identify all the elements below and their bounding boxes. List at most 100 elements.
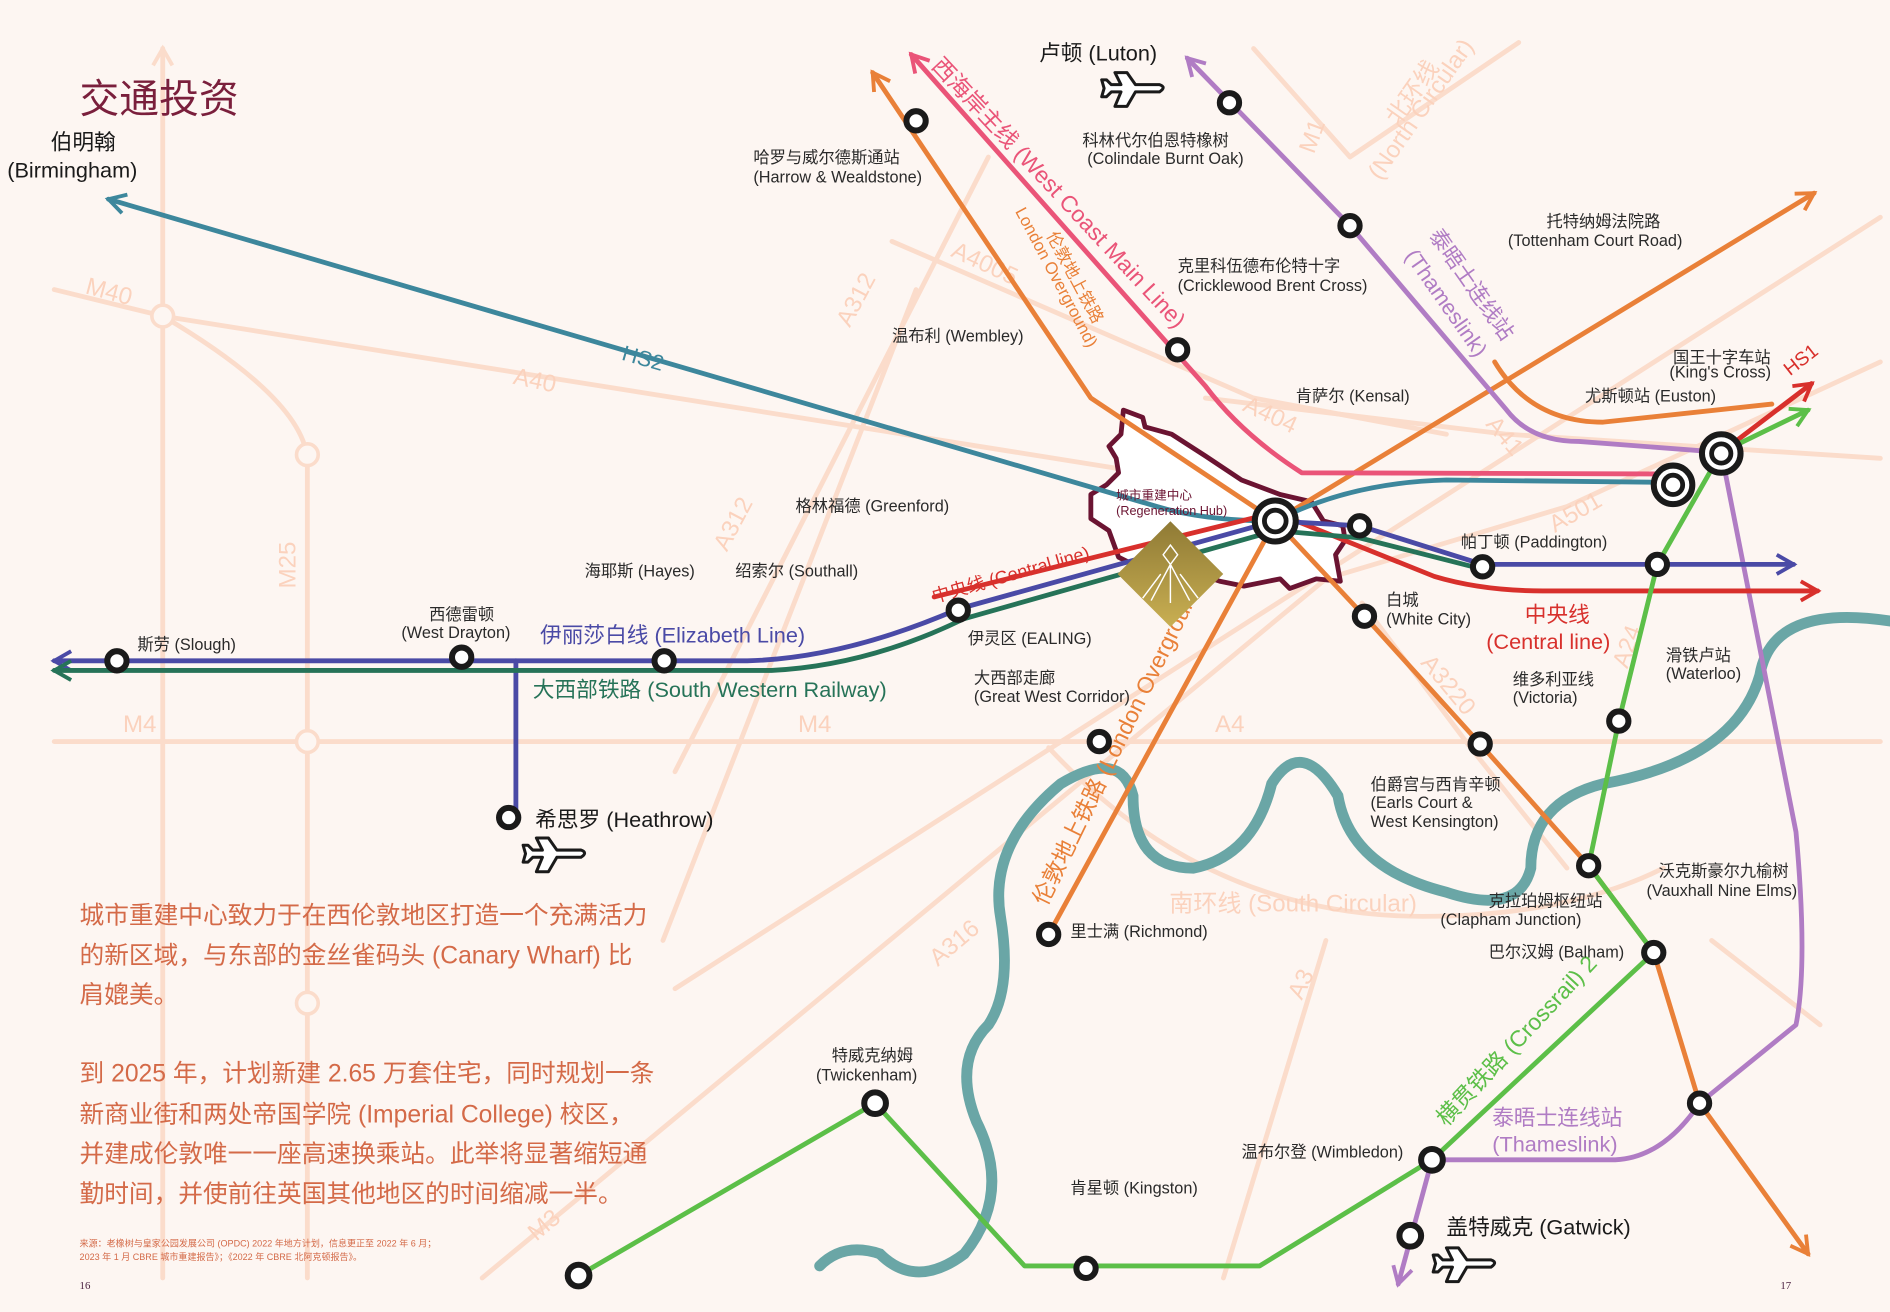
source-note: 2023 年 1 月 CBRE 城市重建报告》；《2022 年 CBRE 北阿克… <box>80 1251 363 1262</box>
station-great-west[interactable] <box>1086 728 1112 755</box>
station-vauxhall[interactable] <box>1686 1090 1713 1116</box>
station-white-city[interactable] <box>1351 603 1378 629</box>
station-labels: 伯明翰 (Birmingham) 卢顿 (Luton) 哈罗与威尔德斯通站 (H… <box>7 41 1797 1240</box>
paragraph-line: 新商业街和两处帝国学院 (Imperial College) 校区， <box>80 1100 634 1128</box>
station-gatwick[interactable] <box>1396 1221 1425 1250</box>
page-number-right: 17 <box>1780 1280 1791 1292</box>
label-waterloo-en: (Waterloo) <box>1666 665 1741 683</box>
road-label: A3 <box>1283 965 1320 1003</box>
label-ealing: 伊灵区 (EALING) <box>968 630 1092 648</box>
station-victoria[interactable] <box>1606 708 1632 734</box>
label-hayes: 海耶斯 (Hayes) <box>585 562 695 580</box>
label-kingston: 肯星顿 (Kingston) <box>1070 1180 1197 1198</box>
label-white-city: 白城 <box>1386 591 1419 609</box>
thameslink-gatwick <box>1391 1157 1435 1288</box>
station-cricklewood[interactable] <box>1337 213 1363 239</box>
label-gatwick: 盖特威克 (Gatwick) <box>1446 1215 1630 1240</box>
station-paddington[interactable] <box>1469 554 1496 580</box>
paragraph-line: 并建成伦敦唯一一座高速换乘站。此举将显著缩短通 <box>80 1140 648 1168</box>
label-twickenham: 特威克纳姆 <box>832 1047 913 1065</box>
station-old-oak-2[interactable] <box>1346 513 1373 539</box>
elizabeth-line <box>50 518 1798 673</box>
crossrail2-label: 横贯铁路 (Crossrail) 2 <box>1431 950 1602 1131</box>
station-balham[interactable] <box>1641 939 1667 966</box>
page-number-left: 16 <box>80 1280 91 1292</box>
station-kingston[interactable] <box>1073 1255 1099 1281</box>
road-label: A40 <box>511 363 559 398</box>
station-richmond[interactable] <box>1036 921 1062 948</box>
label-colindale-en: (Colindale Burnt Oak) <box>1087 150 1243 168</box>
label-great-west-en: (Great West Corridor) <box>974 688 1130 706</box>
station-slough[interactable] <box>104 648 130 674</box>
west-coast-main-line <box>908 51 1676 477</box>
road-label: A41 <box>1480 411 1528 461</box>
paragraph-line: 到 2025 年，计划新建 2.65 万套住宅，同时规划一条 <box>80 1059 655 1087</box>
station-west-drayton[interactable] <box>448 644 475 670</box>
central-line-east-label: 中央线 <box>1525 602 1590 627</box>
label-colindale: 科林代尔伯恩特橡树 <box>1082 132 1228 150</box>
label-southall: 绍索尔 (Southall) <box>735 562 858 580</box>
airplane-icon <box>1431 1246 1497 1284</box>
station-twickenham[interactable] <box>861 1089 889 1118</box>
label-victoria-en: (Victoria) <box>1513 689 1578 707</box>
label-vauxhall: 沃克斯豪尔九榆树 <box>1659 862 1789 881</box>
station-earls-court[interactable] <box>1467 731 1493 757</box>
label-clapham-en: (Clapham Junction) <box>1440 911 1581 929</box>
station-tottenham[interactable] <box>1644 551 1671 578</box>
swr-label: 大西部铁路 (South Western Railway) <box>533 677 887 702</box>
road-label: M4 <box>123 711 156 738</box>
label-harrow: 哈罗与威尔德斯通站 <box>753 149 899 167</box>
station-southwest[interactable] <box>564 1261 593 1290</box>
label-birmingham: 伯明翰 <box>51 130 116 155</box>
station-southall[interactable] <box>651 648 677 674</box>
road-label: M25 <box>274 542 301 589</box>
label-balham: 巴尔汉姆 (Balham) <box>1489 943 1625 961</box>
label-white-city-en: (White City) <box>1386 611 1471 629</box>
label-tottenham-en: (Tottenham Court Road) <box>1508 232 1682 250</box>
label-kensal: 肯萨尔 (Kensal) <box>1296 388 1410 406</box>
label-paddington: 帕丁顿 (Paddington) <box>1461 534 1607 552</box>
station-ealing[interactable] <box>945 597 971 623</box>
paragraph-line: 的新区域，与东部的金丝雀码头 (Canary Wharf) 比 <box>80 941 633 969</box>
label-waterloo: 滑铁卢站 <box>1666 647 1731 665</box>
page-title: 交通投资 <box>80 77 239 121</box>
airplane-icon <box>521 836 587 874</box>
station-wembley[interactable] <box>1164 337 1191 363</box>
station-clapham[interactable] <box>1576 853 1602 879</box>
station-old-oak-common[interactable] <box>1251 497 1299 545</box>
description-paragraph-2: 到 2025 年，计划新建 2.65 万套住宅，同时规划一条 新商业街和两处帝国… <box>80 1059 655 1208</box>
hs1-label: HS1 <box>1780 341 1822 381</box>
label-earls-court-en: (Earls Court & <box>1370 794 1472 812</box>
label-wimbledon: 温布尔登 (Wimbledon) <box>1242 1143 1404 1161</box>
label-vauxhall-en: (Vauxhall Nine Elms) <box>1647 882 1798 900</box>
description-paragraph-1: 城市重建中心致力于在西伦敦地区打造一个充满活力 的新区域，与东部的金丝雀码头 (… <box>80 902 648 1010</box>
station-colindale[interactable] <box>1216 90 1243 116</box>
road-label: A501 <box>1544 487 1606 539</box>
central-line-east-label-en: (Central line) <box>1486 629 1610 654</box>
road-label: M1 <box>1294 116 1331 157</box>
river-thames <box>814 612 1890 1278</box>
label-greenford: 格林福德 (Greenford) <box>796 497 950 515</box>
label-harrow-en: (Harrow & Wealdstone) <box>753 168 922 186</box>
label-richmond: 里士满 (Richmond) <box>1070 923 1207 941</box>
thameslink-south-label: 泰晤士连线站 <box>1492 1105 1622 1130</box>
paragraph-line: 肩媲美。 <box>80 981 179 1009</box>
label-cricklewood: 克里科伍德布伦特十字 <box>1178 257 1341 275</box>
station-wimbledon[interactable] <box>1418 1145 1446 1174</box>
overground-euston-line <box>1492 359 1775 425</box>
label-euston: 尤斯顿站 (Euston) <box>1585 388 1716 406</box>
station-euston[interactable] <box>1650 462 1696 508</box>
road-label: M4 <box>798 711 831 738</box>
label-tottenham: 托特纳姆法院路 <box>1546 213 1660 231</box>
paragraph-line: 城市重建中心致力于在西伦敦地区打造一个充满活力 <box>80 902 648 930</box>
road-label: 南环线 (South Circular) <box>1169 891 1417 918</box>
station-harrow[interactable] <box>903 108 929 134</box>
station-kings-cross[interactable] <box>1698 431 1744 476</box>
label-kings-cross: 国王十字车站 <box>1673 349 1771 367</box>
central-line-label: 中央线 (Central line) <box>930 543 1092 607</box>
source-note: 来源：老橡树与皇家公园发展公司 (OPDC) 2022 年地方计划，信息更正至 … <box>80 1238 437 1249</box>
airplane-icons <box>521 71 1497 1284</box>
station-heathrow[interactable] <box>496 804 522 831</box>
hs2-label: HS2 <box>619 340 666 376</box>
